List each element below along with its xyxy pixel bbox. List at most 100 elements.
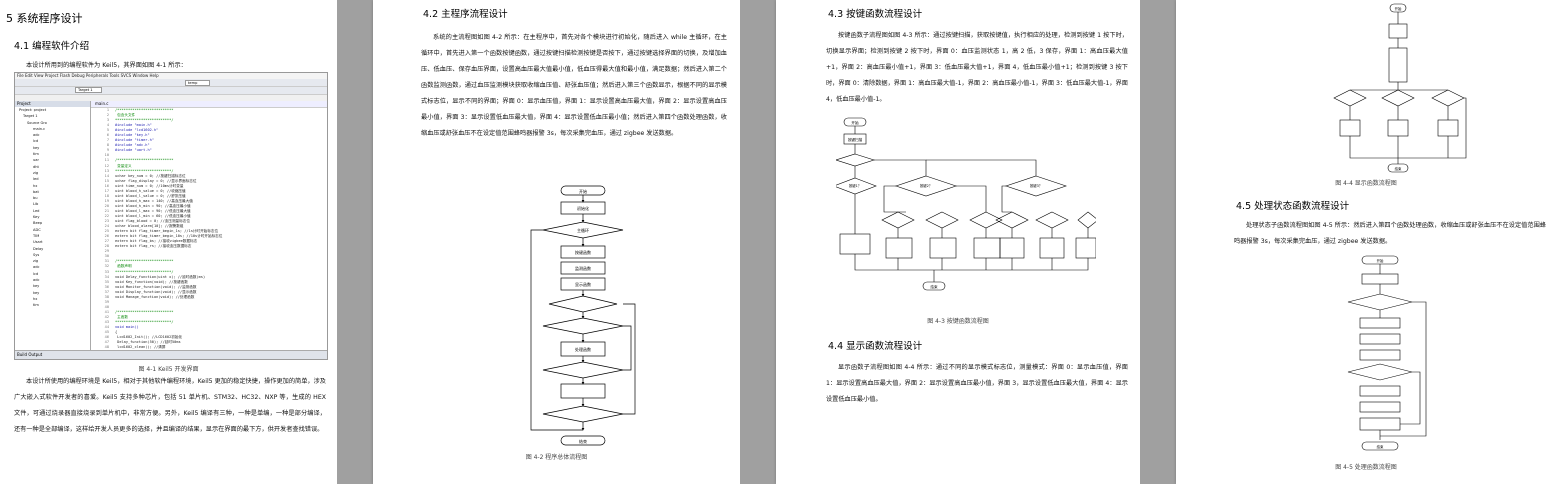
code-line[interactable]: 9#include "uart.h" xyxy=(91,148,327,153)
code-line[interactable]: 4#include "main.h" xyxy=(91,123,327,128)
code-line[interactable]: 41/************************** xyxy=(91,310,327,315)
project-tree-item[interactable]: adc xyxy=(33,278,40,283)
line-number: 28 xyxy=(104,244,109,249)
code-line[interactable]: 42 主函数 xyxy=(91,315,327,320)
line-number: 37 xyxy=(104,289,109,294)
code-line[interactable]: 39 xyxy=(91,300,327,305)
project-tree-item[interactable]: bat xyxy=(33,189,39,194)
code-line[interactable]: 32 函数声明 xyxy=(91,264,327,269)
line-number: 7 xyxy=(106,138,109,143)
project-tree-item[interactable]: Key xyxy=(33,215,40,220)
code-line[interactable]: 31/************************** xyxy=(91,259,327,264)
project-tree-item[interactable]: adc xyxy=(33,265,40,270)
code-text: 主函数 xyxy=(115,314,128,319)
project-tree-item[interactable]: Target 1 xyxy=(23,114,38,119)
code-line[interactable]: 30 xyxy=(91,254,327,259)
flowchart-display-function: 开始 结束 xyxy=(1333,3,1467,173)
project-tree-item[interactable]: Usart xyxy=(33,240,43,245)
code-line[interactable]: 40 xyxy=(91,305,327,310)
code-line[interactable]: 29 xyxy=(91,249,327,254)
code-text: uint time_num = 0; //10ms计时变量 xyxy=(115,183,184,188)
line-number: 36 xyxy=(104,284,109,289)
code-line[interactable]: 45{ xyxy=(91,330,327,335)
line-number: 10 xyxy=(104,153,109,158)
code-line[interactable]: 2 包含头文件 xyxy=(91,113,327,118)
code-text: /************************** xyxy=(115,108,174,112)
project-tree-item[interactable]: tim xyxy=(33,152,39,157)
project-tree-item[interactable]: TIM xyxy=(33,233,40,238)
code-line[interactable]: 33**************************/ xyxy=(91,270,327,275)
project-tree-item[interactable]: Beep xyxy=(33,221,43,226)
code-line[interactable]: 46 Lcd1602_Init(); //LCD1602初始化 xyxy=(91,335,327,340)
flow-node-start: 开始 xyxy=(1377,258,1384,263)
project-tree-item[interactable]: uar xyxy=(33,158,39,163)
code-line[interactable]: 6#include "key.h" xyxy=(91,133,327,138)
code-line[interactable]: 10 xyxy=(91,153,327,158)
project-tree-item[interactable]: lcd xyxy=(33,139,39,144)
project-tree-item[interactable]: bu xyxy=(33,196,38,201)
code-line[interactable]: 48 lcd1602_clean(); //清屏 xyxy=(91,345,327,350)
project-tree-item[interactable]: lcd xyxy=(33,271,39,276)
code-line[interactable]: 13**************************/ xyxy=(91,169,327,174)
figure-caption-4-1: 图 4-1 Keil5 开发界面 xyxy=(138,366,199,373)
project-tree-item[interactable]: key xyxy=(33,284,40,289)
project-tree-item[interactable]: Delay xyxy=(33,246,44,251)
project-tree-item[interactable]: tim xyxy=(33,303,39,308)
project-tree-item[interactable]: main.c xyxy=(33,126,46,131)
project-tree-item[interactable]: Lib xyxy=(33,202,39,207)
code-line[interactable]: 8#include "adc.h" xyxy=(91,143,327,148)
project-tree-item[interactable]: Project: project xyxy=(19,108,47,112)
code-line[interactable]: 43**************************/ xyxy=(91,320,327,325)
project-tree-item[interactable]: dht xyxy=(33,164,39,169)
line-number: 22 xyxy=(104,213,109,218)
project-tree-item[interactable]: led xyxy=(33,177,39,182)
flow-node-start: 开始 xyxy=(851,120,859,125)
line-number: 13 xyxy=(104,168,109,173)
project-tree-item[interactable]: key xyxy=(33,290,40,295)
project-tree-item[interactable]: adc xyxy=(33,133,40,138)
code-line[interactable]: 1/************************** xyxy=(91,108,327,113)
project-tree-item[interactable]: hx xyxy=(33,183,38,188)
project-tree-item[interactable]: zig xyxy=(33,170,39,175)
code-text: 变量定义 xyxy=(115,163,132,168)
code-line[interactable]: 7#include "timer.h" xyxy=(91,138,327,143)
line-number: 29 xyxy=(104,249,109,254)
project-tree-item[interactable]: Sys xyxy=(33,252,40,257)
project-tree-item[interactable]: Source Gro xyxy=(27,120,47,125)
project-tree-item[interactable]: Led xyxy=(33,208,40,213)
code-line[interactable]: 3**************************/ xyxy=(91,118,327,123)
code-line[interactable]: 5#include "lcd1602.h" xyxy=(91,128,327,133)
code-line[interactable]: 11/************************** xyxy=(91,158,327,163)
project-tree-item[interactable]: zig xyxy=(33,259,39,264)
code-text: #include "adc.h" xyxy=(115,143,150,148)
chapter-title: 5 系统程序设计 xyxy=(6,12,83,25)
section-body-4-2: 系统的主流程图如图 4-2 所示：在主程序中，首先对各个模块进行初始化，随后进入… xyxy=(421,34,727,137)
project-tree-item[interactable]: ADC xyxy=(33,227,41,232)
project-tree-item[interactable]: hx xyxy=(33,296,38,301)
code-line[interactable]: 47 Delay_function(50); //延时50ms xyxy=(91,340,327,345)
project-tree-item[interactable]: key xyxy=(33,145,40,150)
code-line[interactable]: 12 变量定义 xyxy=(91,164,327,169)
